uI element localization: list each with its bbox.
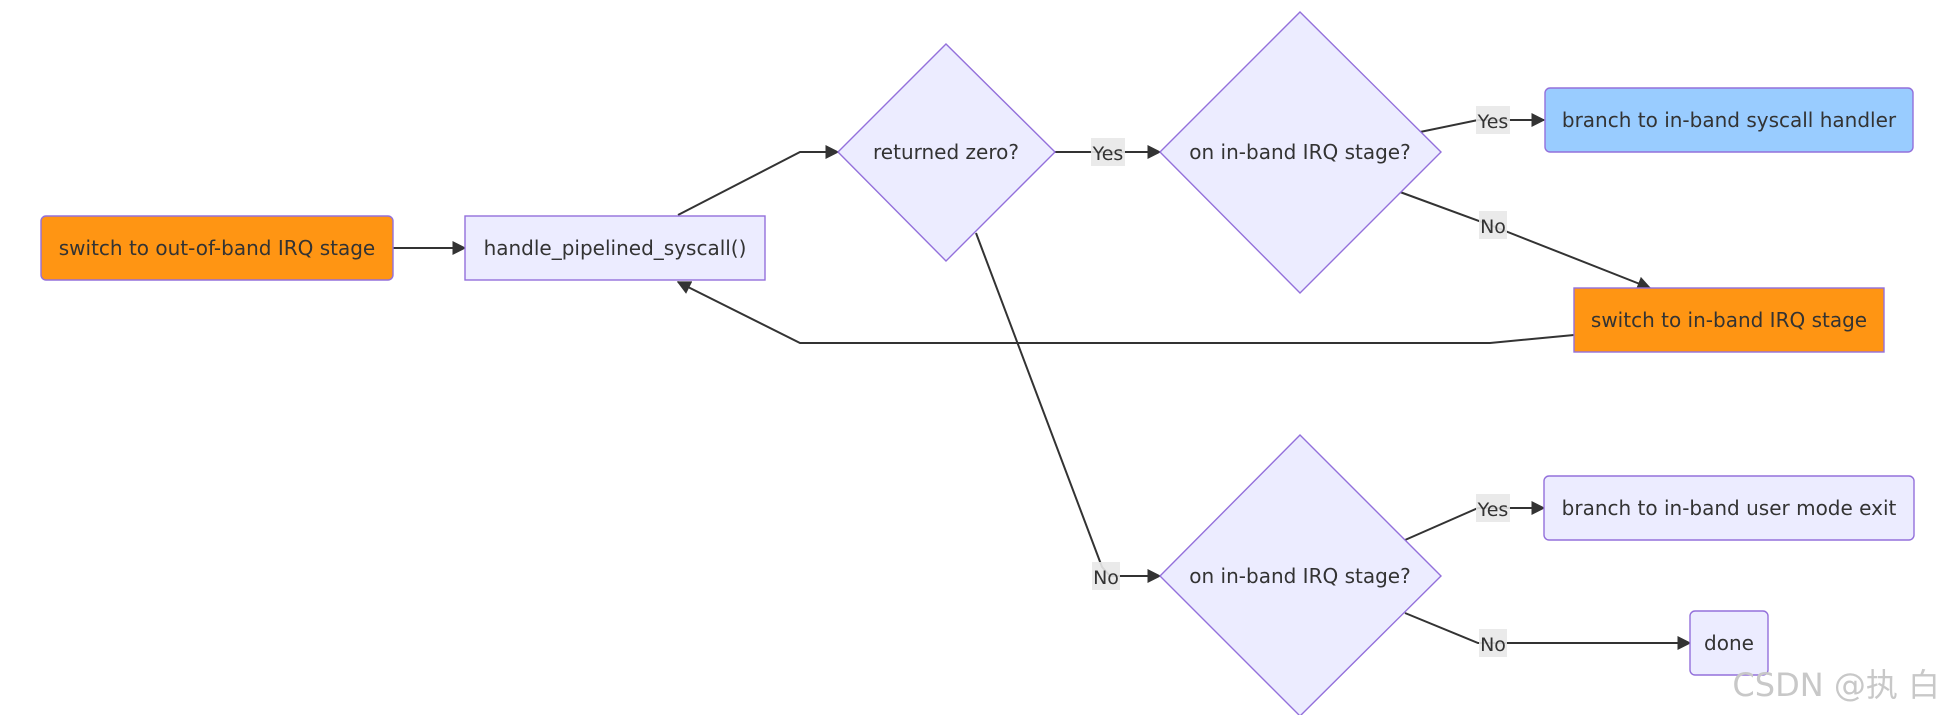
edge-label-top-yes: Yes — [1476, 106, 1510, 134]
edge-returned-zero-no — [975, 232, 1162, 583]
edges — [393, 113, 1692, 650]
edge-label-returned-zero-no: No — [1092, 562, 1120, 590]
node-switch-oob: switch to out-of-band IRQ stage — [40, 215, 394, 281]
svg-text:on in-band IRQ stage?: on in-band IRQ stage? — [1189, 564, 1410, 588]
node-returned-zero-decision: returned zero? — [837, 43, 1056, 262]
svg-text:No: No — [1093, 567, 1119, 589]
node-branch-syscall-handler: branch to in-band syscall handler — [1544, 87, 1914, 153]
svg-text:handle_pipelined_syscall(): handle_pipelined_syscall() — [484, 236, 747, 260]
node-done: done — [1689, 610, 1769, 676]
svg-text:Yes: Yes — [1477, 499, 1509, 521]
node-handle-pipelined-syscall: handle_pipelined_syscall() — [464, 215, 766, 281]
svg-text:Yes: Yes — [1092, 143, 1124, 165]
svg-text:No: No — [1480, 634, 1506, 656]
node-on-inband-top-decision: on in-band IRQ stage? — [1159, 11, 1442, 294]
svg-text:returned zero?: returned zero? — [873, 140, 1019, 164]
node-switch-inband: switch to in-band IRQ stage — [1573, 287, 1885, 353]
svg-text:branch to in-band syscall hand: branch to in-band syscall handler — [1562, 108, 1897, 132]
node-branch-user-mode-exit: branch to in-band user mode exit — [1543, 475, 1915, 541]
edge-label-bottom-no: No — [1479, 629, 1507, 657]
edge-labels: Yes Yes No No Yes No — [1091, 106, 1510, 657]
edge-top-no — [1399, 191, 1652, 290]
edge-switch-inband-back-to-handle — [676, 281, 1575, 344]
svg-text:switch to in-band IRQ stage: switch to in-band IRQ stage — [1591, 308, 1867, 332]
svg-text:switch to out-of-band IRQ stag: switch to out-of-band IRQ stage — [59, 236, 375, 260]
svg-text:done: done — [1704, 631, 1754, 655]
svg-text:No: No — [1480, 216, 1506, 238]
edge-bottom-no — [1404, 612, 1692, 650]
edge-bottom-yes — [1404, 501, 1546, 541]
csdn-watermark: CSDN @执 白 — [1732, 666, 1940, 704]
edge-label-top-no: No — [1479, 211, 1507, 239]
svg-text:Yes: Yes — [1477, 111, 1509, 133]
svg-text:branch to in-band user mode ex: branch to in-band user mode exit — [1562, 496, 1897, 520]
svg-text:on in-band IRQ stage?: on in-band IRQ stage? — [1189, 140, 1410, 164]
edge-label-bottom-yes: Yes — [1476, 494, 1510, 522]
node-on-inband-bottom-decision: on in-band IRQ stage? — [1159, 434, 1442, 715]
edge-handle-to-returned-zero — [677, 145, 840, 216]
edge-label-returned-zero-yes: Yes — [1091, 138, 1125, 166]
